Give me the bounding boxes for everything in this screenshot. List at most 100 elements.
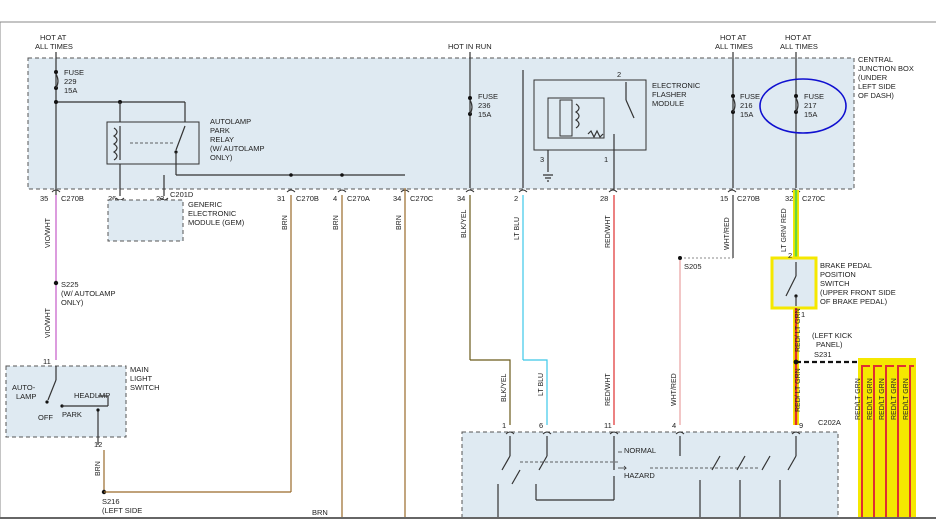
connector-c270c-2: C270C (802, 194, 826, 203)
pin-12: 12 (94, 440, 102, 449)
splice-s225-label: S225 (W/ AUTOLAMP ONLY) (61, 280, 115, 307)
wire-label-vio-wht-1: VIO/WHT (45, 217, 52, 248)
svg-text:(W/ AUTOLAMP: (W/ AUTOLAMP (210, 144, 264, 153)
main-light-switch-label: MAIN LIGHT SWITCH (130, 365, 160, 392)
svg-text:FUSE: FUSE (64, 68, 84, 77)
svg-text:236: 236 (478, 101, 491, 110)
svg-text:HOT AT: HOT AT (785, 33, 812, 42)
pin-34a: 34 (393, 194, 401, 203)
hot-in-run-label: HOT IN RUN (448, 42, 492, 51)
ground-icon (543, 174, 553, 182)
svg-text:AUTO-: AUTO- (12, 383, 36, 392)
svg-text:OF BRAKE PEDAL): OF BRAKE PEDAL) (820, 297, 888, 306)
hot-label-2: HOT AT ALL TIMES (715, 33, 753, 51)
wire-label-wht-red-2: WHT/RED (671, 373, 678, 406)
hazard-label: HAZARD (624, 471, 655, 480)
gem-module (107, 199, 184, 242)
svg-text:FUSE: FUSE (740, 92, 760, 101)
svg-text:(W/ AUTOLAMP: (W/ AUTOLAMP (61, 289, 115, 298)
svg-text:FUSE: FUSE (804, 92, 824, 101)
svg-text:FLASHER: FLASHER (652, 90, 687, 99)
svg-text:15A: 15A (478, 110, 491, 119)
fuse-217: FUSE 217 15A (804, 92, 824, 119)
hazard-switch-box (461, 431, 839, 519)
svg-text:OFF: OFF (38, 413, 53, 422)
svg-text:ALL TIMES: ALL TIMES (35, 42, 73, 51)
wire-label-brn-31: BRN (282, 215, 289, 230)
fuse-229: FUSE 229 15A (64, 68, 84, 95)
svg-text:FUSE: FUSE (478, 92, 498, 101)
svg-text:RED/LT GRN: RED/LT GRN (879, 378, 886, 420)
gem-label: GENERIC ELECTRONIC MODULE (GEM) (188, 200, 245, 227)
pin-11-mls: 11 (43, 357, 51, 366)
svg-text:217: 217 (804, 101, 817, 110)
wire-label-red-lt-grn-1: RED/ LT GRN (795, 308, 802, 352)
svg-text:S231: S231 (814, 350, 832, 359)
wire-label-brn-34: BRN (396, 215, 403, 230)
wire-label-blk-yel-2: BLK/YEL (501, 373, 508, 402)
wire-label-lt-blu-1: LT BLU (514, 217, 521, 240)
svg-text:RED/LT GRN: RED/LT GRN (855, 378, 862, 420)
svg-text:LAMP: LAMP (16, 392, 36, 401)
wire-label-brn-4: BRN (333, 215, 340, 230)
svg-text:OF DASH): OF DASH) (858, 91, 894, 100)
svg-text:ALL TIMES: ALL TIMES (715, 42, 753, 51)
svg-text:(UPPER FRONT SIDE: (UPPER FRONT SIDE (820, 288, 896, 297)
svg-text:4: 4 (672, 421, 676, 430)
pin-3-flasher: 3 (540, 155, 544, 164)
hazard-switch-pins: 1 6 11 4 9 C202A (502, 418, 841, 430)
svg-text:GENERIC: GENERIC (188, 200, 223, 209)
wire-label-red-wht-1: RED/WHT (605, 215, 612, 248)
svg-text:RED/LT GRN: RED/LT GRN (891, 378, 898, 420)
connector-c270b-2: C270B (296, 194, 319, 203)
wire-label-brn-bottom: BRN (312, 508, 328, 517)
connector-c270c-1: C270C (410, 194, 434, 203)
autolamp-relay-label: AUTOLAMP PARK RELAY (W/ AUTOLAMP ONLY) (210, 117, 264, 162)
pin-26: 26 (108, 194, 116, 203)
svg-text:MODULE (GEM): MODULE (GEM) (188, 218, 245, 227)
svg-text:HOT AT: HOT AT (40, 33, 67, 42)
svg-text:SWITCH: SWITCH (820, 279, 850, 288)
svg-text:PANEL): PANEL) (816, 340, 843, 349)
svg-text:LIGHT: LIGHT (130, 374, 153, 383)
connector-c270a: C270A (347, 194, 370, 203)
flasher-module (533, 79, 647, 151)
wire-label-vio-wht-2: VIO/WHT (45, 307, 52, 338)
svg-text:ELECTRONIC: ELECTRONIC (652, 81, 701, 90)
wire-label-brn-switch: BRN (95, 461, 102, 476)
flasher-module-label: ELECTRONIC FLASHER MODULE (652, 81, 701, 108)
svg-text:(UNDER: (UNDER (858, 73, 888, 82)
fuse-236: FUSE 236 15A (478, 92, 498, 119)
svg-text:BRAKE PEDAL: BRAKE PEDAL (820, 261, 872, 270)
pin-2: 2 (514, 194, 518, 203)
svg-text:CENTRAL: CENTRAL (858, 55, 893, 64)
fuse-216: FUSE 216 15A (740, 92, 760, 119)
central-junction-box-label: CENTRAL JUNCTION BOX (UNDER LEFT SIDE OF… (858, 55, 914, 100)
svg-text:11: 11 (604, 421, 612, 430)
pin-15: 15 (720, 194, 728, 203)
svg-text:15A: 15A (64, 86, 77, 95)
svg-text:ONLY): ONLY) (61, 298, 84, 307)
pin-1-flasher: 1 (604, 155, 608, 164)
hot-label-3: HOT AT ALL TIMES (780, 33, 818, 51)
svg-text:HOT AT: HOT AT (720, 33, 747, 42)
svg-text:216: 216 (740, 101, 753, 110)
hot-label-1: HOT AT ALL TIMES (35, 33, 73, 51)
svg-text:MAIN: MAIN (130, 365, 149, 374)
splice-s205 (678, 256, 682, 260)
svg-text:PARK: PARK (210, 126, 230, 135)
pin-4: 4 (333, 194, 337, 203)
annotation-circle (759, 78, 847, 134)
svg-text:6: 6 (539, 421, 543, 430)
svg-text:JUNCTION BOX: JUNCTION BOX (858, 64, 914, 73)
wire-label-lt-blu-2: LT BLU (538, 373, 545, 396)
pin-32: 32 (785, 194, 793, 203)
pin-34b: 34 (457, 194, 465, 203)
connector-c270b-1: C270B (61, 194, 84, 203)
svg-text:ELECTRONIC: ELECTRONIC (188, 209, 237, 218)
svg-text:15A: 15A (740, 110, 753, 119)
svg-text:PARK: PARK (62, 410, 82, 419)
switch-positions: AUTO- LAMP OFF PARK HEADLMP (12, 383, 110, 422)
